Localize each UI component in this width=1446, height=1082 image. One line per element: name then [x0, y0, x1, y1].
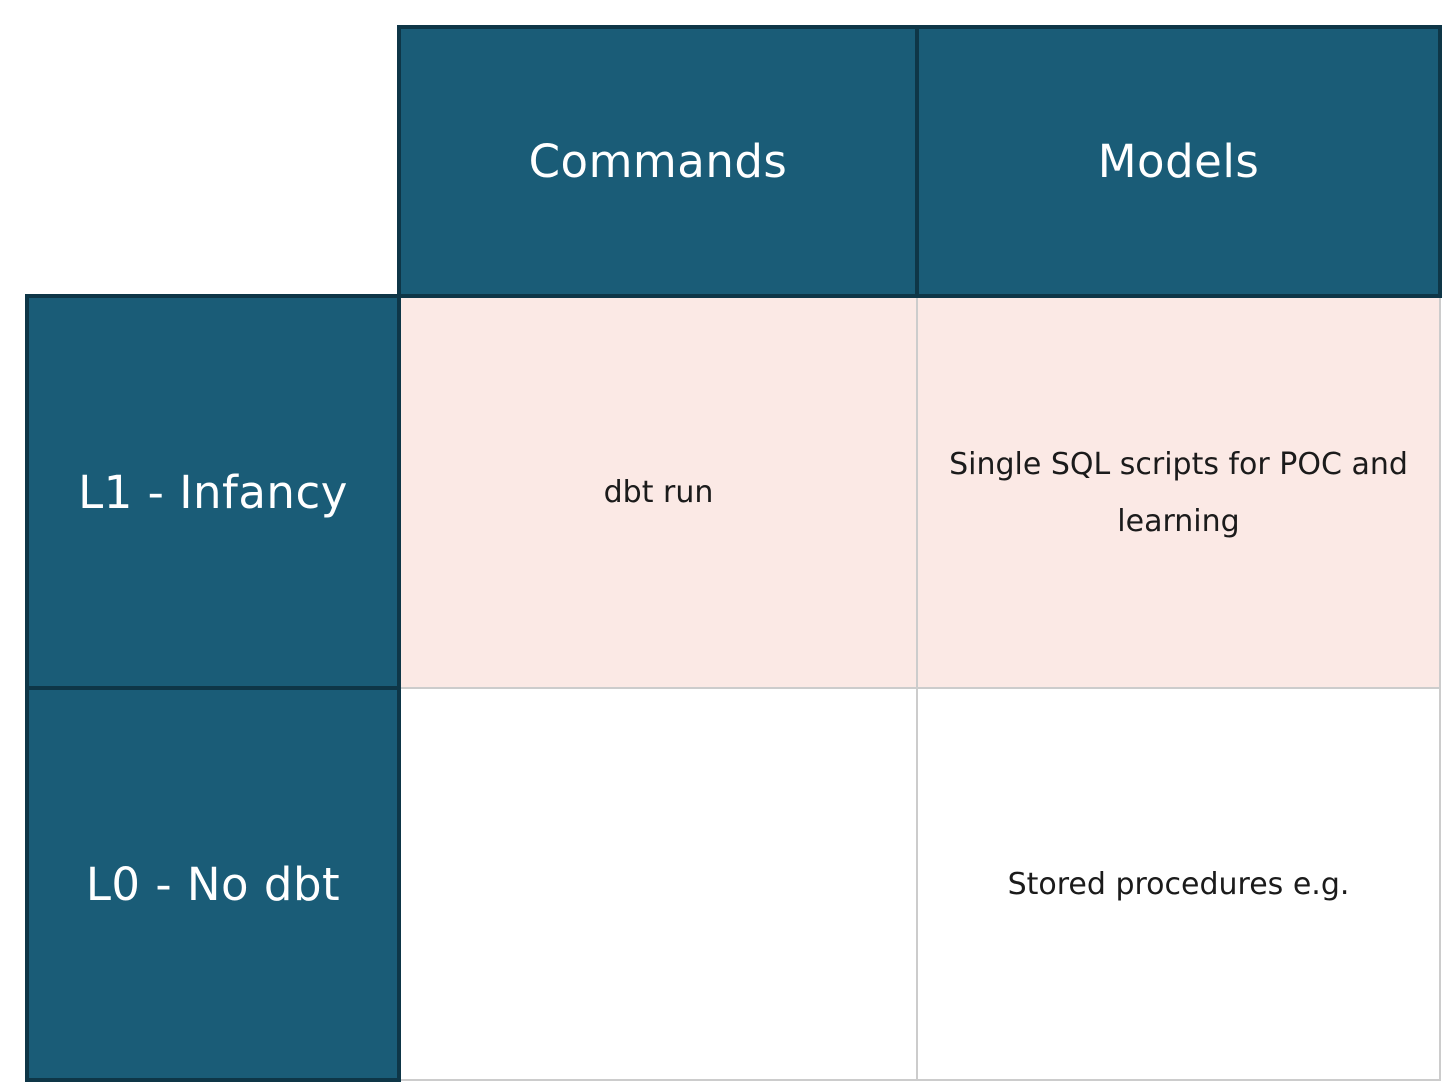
column-header-commands: Commands — [397, 25, 919, 298]
row-header-l0-no-dbt: L0 - No dbt — [25, 686, 401, 1082]
cell-l0-models: Stored procedures e.g. — [916, 687, 1441, 1081]
table-row-l1-infancy: L1 - Infancy dbt run Single SQL scripts … — [25, 294, 1441, 690]
cell-l1-models: Single SQL scripts for POC and learning — [916, 295, 1441, 689]
column-header-models: Models — [915, 25, 1442, 298]
corner-cell — [27, 27, 399, 296]
dbt-maturity-matrix-table: Commands Models L1 - Infancy dbt run Sin… — [25, 25, 1442, 1082]
column-header-row: Commands Models — [27, 25, 1442, 298]
table-row-l0-no-dbt: L0 - No dbt Stored procedures e.g. — [25, 686, 1441, 1082]
row-header-l1-infancy: L1 - Infancy — [25, 294, 401, 690]
cell-l0-commands — [398, 687, 918, 1081]
cell-l1-commands: dbt run — [398, 295, 918, 689]
